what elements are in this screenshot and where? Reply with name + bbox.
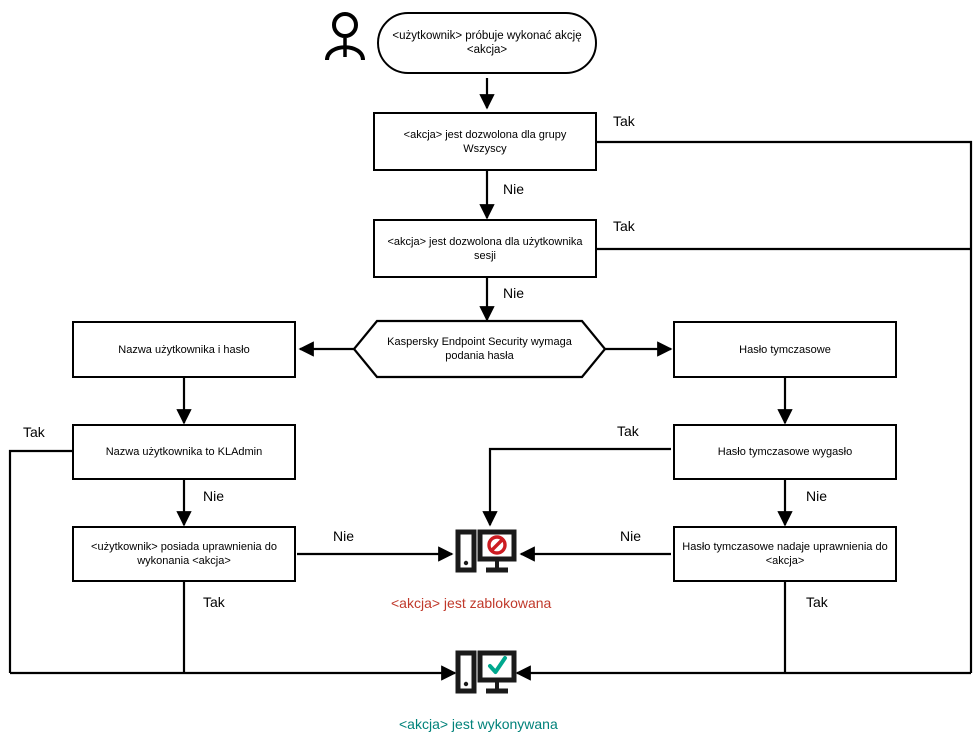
terminal-label-blocked: <akcja> jest zablokowana xyxy=(391,595,552,611)
node-temporary-password[interactable]: Hasło tymczasowe xyxy=(673,321,897,378)
node-temporary-password-grants[interactable]: Hasło tymczasowe nadaje uprawnienia do <… xyxy=(673,526,897,582)
node-username-and-password[interactable]: Nazwa użytkownika i hasło xyxy=(72,321,296,378)
node-password-required-label: Kaspersky Endpoint Security wymaga podan… xyxy=(387,336,572,362)
edge-label-everyone-no: Nie xyxy=(503,181,525,197)
node-temporary-password-expired[interactable]: Hasło tymczasowe wygasło xyxy=(673,424,897,480)
edge-label-expired-yes: Tak xyxy=(617,423,639,439)
edge-label-permission-yes: Tak xyxy=(203,594,225,610)
edge-label-grants-no: Nie xyxy=(620,528,642,544)
edge-label-session-no: Nie xyxy=(503,285,525,301)
edge-kladmin-yes xyxy=(8,449,72,673)
person-icon xyxy=(325,12,365,61)
edge-expired-yes xyxy=(482,447,671,527)
edge-label-everyone-yes: Tak xyxy=(613,113,635,129)
node-username-is-kladmin[interactable]: Nazwa użytkownika to KLAdmin xyxy=(72,424,296,480)
hexagon-shape xyxy=(352,319,607,379)
node-password-required[interactable]: Kaspersky Endpoint Security wymaga podan… xyxy=(377,321,582,377)
terminal-label-performed: <akcja> jest wykonywana xyxy=(399,716,558,732)
edge-label-permission-no: Nie xyxy=(333,528,355,544)
edge-everyone-yes xyxy=(597,140,973,673)
edge-label-kladmin-no: Nie xyxy=(203,488,225,504)
edge-label-expired-no: Nie xyxy=(806,488,828,504)
edge-label-session-yes: Tak xyxy=(613,218,635,234)
edge-label-kladmin-yes: Tak xyxy=(23,424,45,440)
node-start[interactable]: <użytkownik> próbuje wykonać akcję <akcj… xyxy=(377,12,597,74)
blocked-computer-icon xyxy=(455,529,517,573)
edge-label-grants-yes: Tak xyxy=(806,594,828,610)
allowed-computer-icon xyxy=(455,650,517,694)
node-allowed-for-everyone[interactable]: <akcja> jest dozwolona dla grupy Wszyscy xyxy=(373,112,597,171)
node-allowed-for-session-user[interactable]: <akcja> jest dozwolona dla użytkownika s… xyxy=(373,219,597,278)
node-user-has-permission[interactable]: <użytkownik> posiada uprawnienia do wyko… xyxy=(72,526,296,582)
